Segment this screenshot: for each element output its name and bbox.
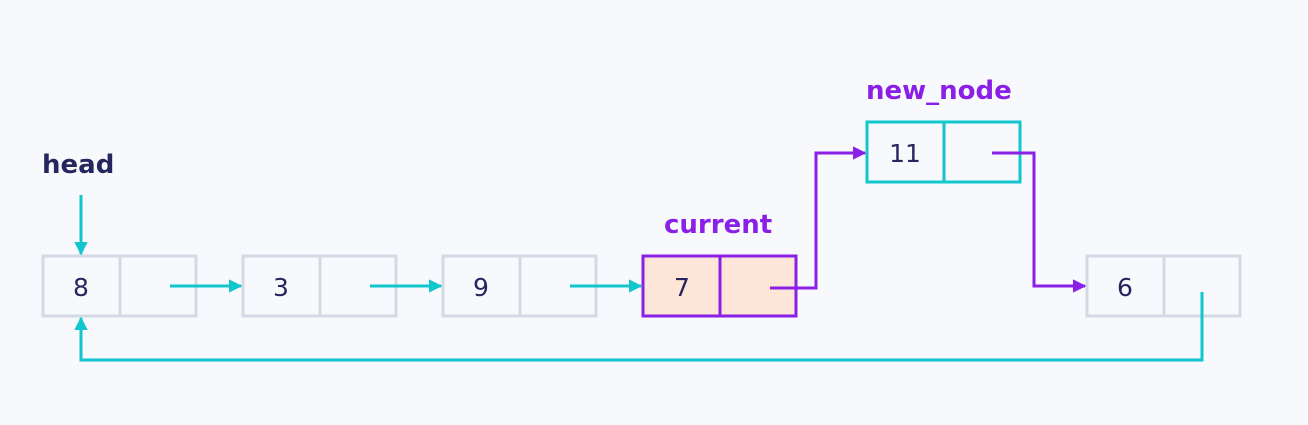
new-node-to-next-arrow: [992, 151, 1087, 293]
current-node: 7: [641, 254, 798, 318]
head-label: head: [42, 150, 114, 180]
circular-back-link-arrow: [74, 292, 1204, 362]
node-value: 6: [1117, 273, 1133, 302]
node-value: 11: [889, 139, 921, 168]
current-label: current: [664, 210, 772, 240]
current-to-new-node-arrow: [770, 146, 867, 290]
node-value: 9: [473, 273, 489, 302]
node-value: 8: [73, 273, 89, 302]
node-value: 7: [674, 273, 690, 302]
new-node-label: new_node: [866, 76, 1012, 106]
list-node: 6: [1085, 254, 1242, 318]
node-value: 3: [273, 273, 289, 302]
